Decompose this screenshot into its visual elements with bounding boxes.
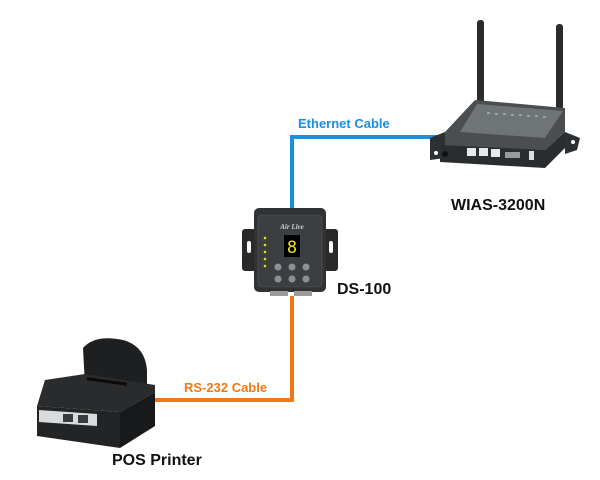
ethernet-cable-horizontal	[290, 135, 442, 139]
console-port	[505, 152, 520, 158]
rs232-cable-label: RS-232 Cable	[184, 380, 268, 395]
pos-printer-device[interactable]	[25, 330, 160, 450]
segment-digit: 8	[287, 238, 297, 258]
antenna-left	[477, 20, 484, 125]
dip-switches	[274, 263, 310, 283]
mount-hole-right	[571, 140, 575, 144]
serial-connector-1	[270, 291, 288, 296]
power-button	[78, 415, 88, 423]
rs232-cable-horizontal	[152, 398, 294, 402]
feed-button	[63, 414, 73, 422]
printer-body-side	[120, 392, 155, 448]
usb-port	[529, 151, 534, 160]
lan-port-3	[491, 149, 500, 157]
paper-slot	[86, 377, 127, 386]
wias-3200n-label: WIAS-3200N	[451, 197, 546, 214]
power-jack	[442, 151, 448, 157]
serial-connector-2	[294, 291, 312, 296]
ethernet-cable-label: Ethernet Cable	[298, 116, 390, 131]
wias-3200n-device[interactable]	[425, 20, 590, 180]
antenna-right	[556, 24, 563, 124]
ds-100-device[interactable]: Air Live 8	[240, 205, 340, 300]
brand-logo: Air Live	[279, 223, 304, 231]
status-leds	[487, 112, 546, 118]
ds-100-label: DS-100	[337, 281, 392, 298]
ethernet-cable-vertical	[290, 135, 294, 213]
router-top-panel	[460, 104, 563, 138]
lan-port-1	[467, 148, 476, 156]
rs232-cable-vertical	[290, 296, 294, 402]
segment-display	[284, 235, 300, 257]
led-indicators	[263, 236, 267, 268]
lan-port-2	[479, 148, 488, 156]
mount-hole-left	[434, 151, 438, 155]
pos-printer-label: POS Printer	[112, 452, 202, 469]
